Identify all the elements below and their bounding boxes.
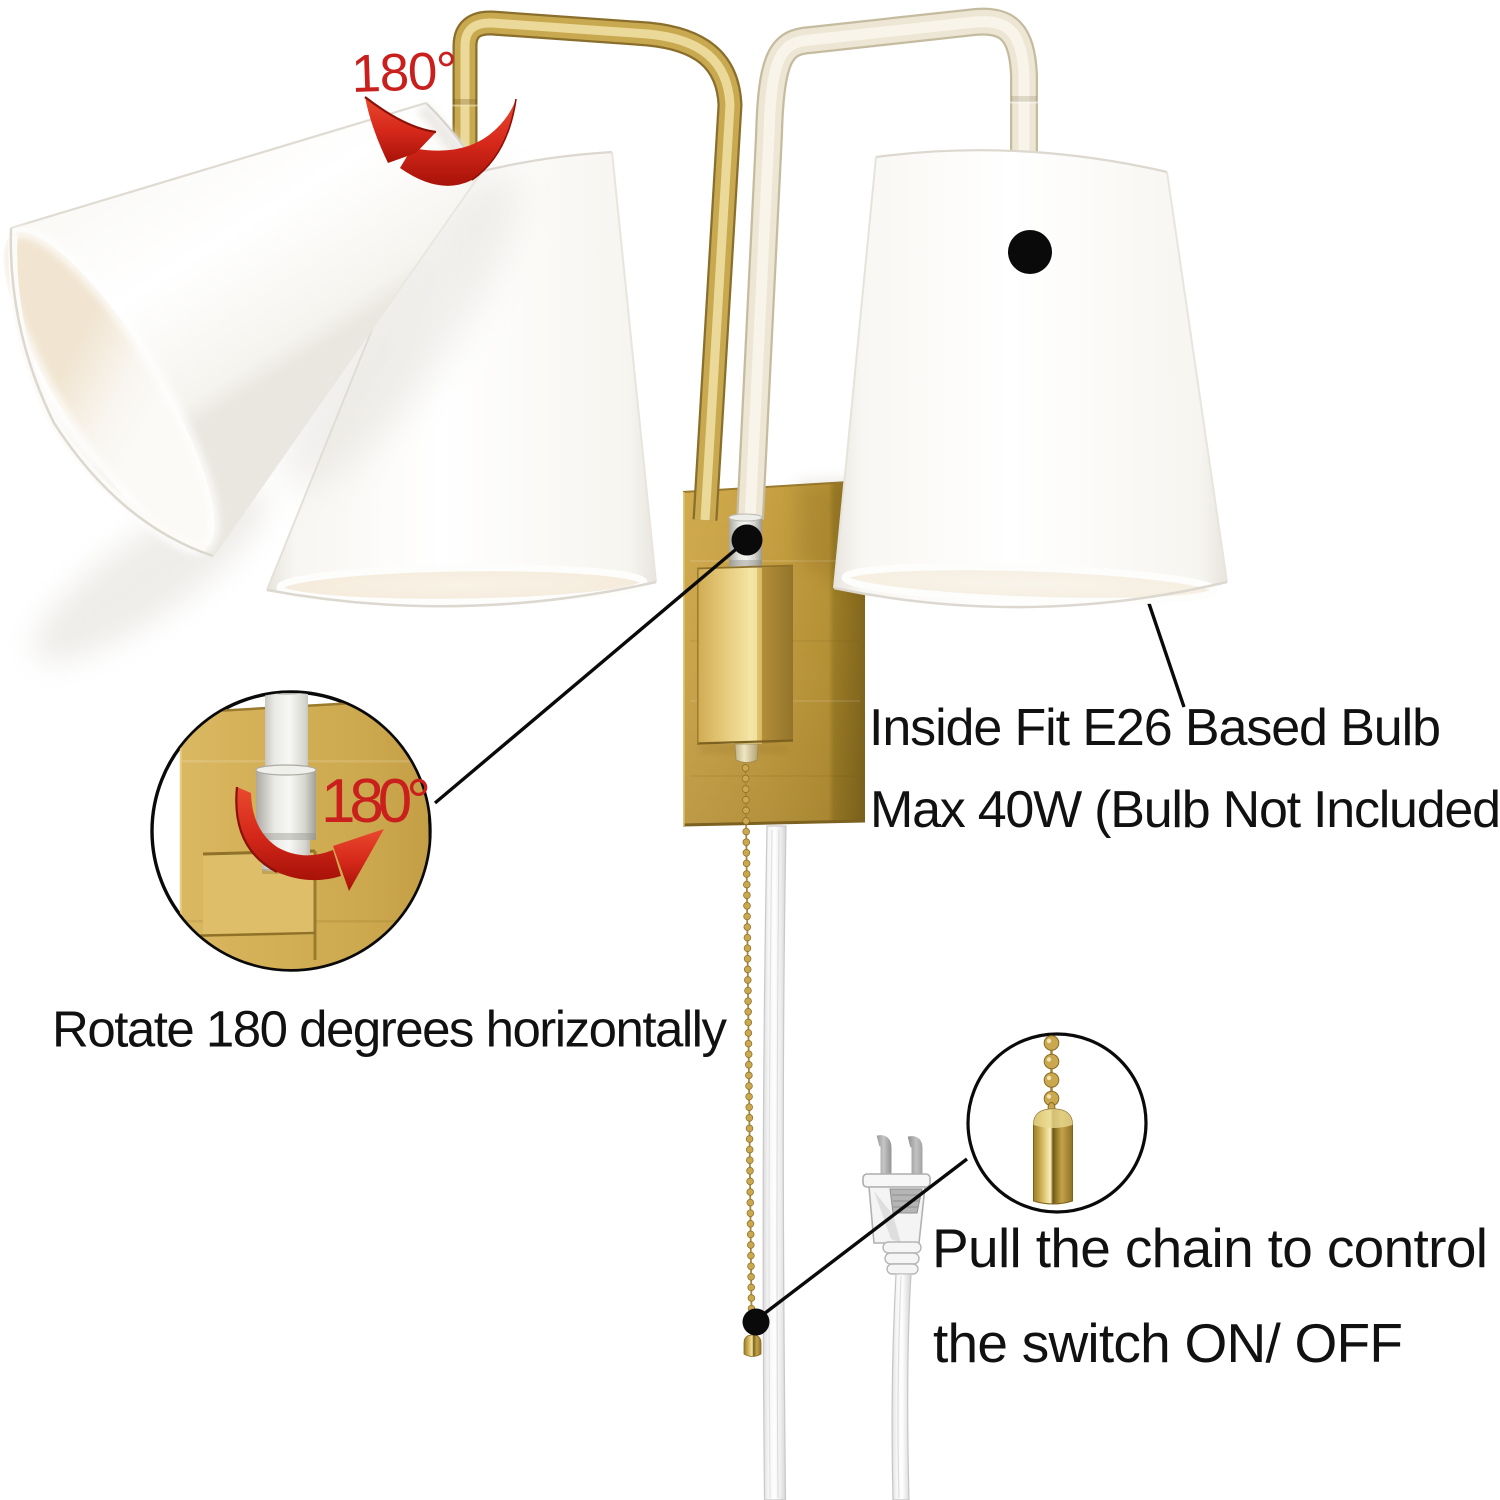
- svg-text:180°: 180°: [321, 767, 431, 836]
- svg-text:180°: 180°: [350, 41, 458, 104]
- svg-text:Rotate 180 degrees horizontall: Rotate 180 degrees horizontally: [52, 1001, 728, 1058]
- svg-text:Max 40W (Bulb Not Included: Max 40W (Bulb Not Included: [870, 781, 1500, 839]
- svg-text:Pull the chain to control: Pull the chain to control: [932, 1217, 1488, 1279]
- svg-text:Inside Fit E26 Based Bulb: Inside Fit E26 Based Bulb: [869, 699, 1441, 757]
- svg-text:the switch ON/ OFF: the switch ON/ OFF: [933, 1312, 1403, 1374]
